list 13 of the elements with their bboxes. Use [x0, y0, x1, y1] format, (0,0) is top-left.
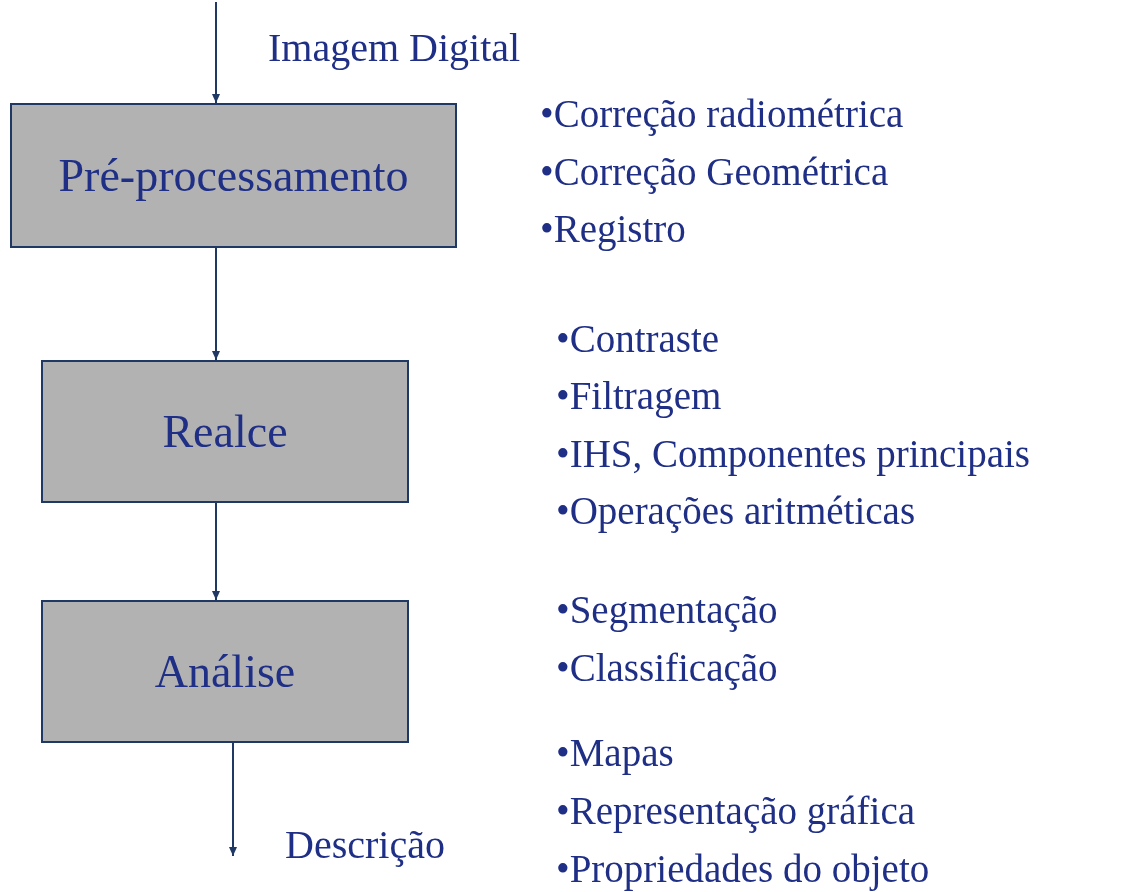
process-box [41, 600, 409, 743]
arrow [212, 502, 220, 601]
arrow [212, 247, 220, 361]
edge-label: Descrição [285, 825, 445, 865]
arrow [229, 742, 237, 857]
box-title: Análise [154, 648, 296, 695]
process-box [41, 360, 409, 503]
edge-label: Imagem Digital [268, 28, 521, 68]
bullet-item: •Contraste [556, 318, 720, 358]
box-title: Realce [162, 408, 288, 455]
process-box [10, 103, 457, 248]
box-title: Pré-processamento [58, 152, 409, 199]
arrow [212, 1, 220, 104]
